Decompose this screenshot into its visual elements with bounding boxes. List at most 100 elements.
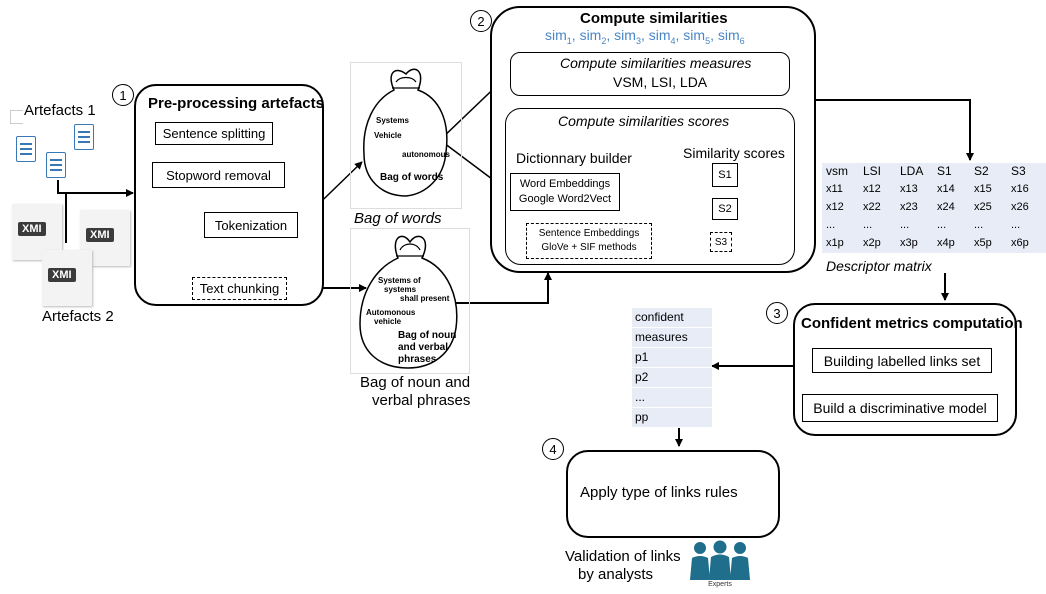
sim-text: , sim bbox=[710, 27, 740, 43]
discriminative-model-box: Build a discriminative model bbox=[802, 394, 998, 422]
artefacts1-label: Artefacts 1 bbox=[24, 102, 96, 119]
matrix-cell: x22 bbox=[863, 201, 881, 213]
document-icon bbox=[46, 152, 66, 178]
matrix-cell: ... bbox=[1011, 219, 1021, 231]
descriptor-matrix-caption: Descriptor matrix bbox=[826, 258, 932, 274]
xmi-label: XMI bbox=[86, 228, 114, 242]
experts-icon: Experts bbox=[690, 540, 750, 588]
matrix-header-cell: S3 bbox=[1011, 164, 1026, 178]
phrase-and-verbal: and verbal bbox=[398, 342, 449, 353]
sim-sub: 6 bbox=[739, 35, 745, 46]
preprocessing-panel bbox=[134, 84, 324, 306]
bag-of-words-illustration bbox=[363, 68, 448, 197]
similarity-scores-label: Similarity scores bbox=[683, 145, 785, 161]
matrix-cell: x2p bbox=[863, 237, 881, 249]
sim-text: , sim bbox=[675, 27, 706, 43]
validation-label-1: Validation of links bbox=[565, 548, 681, 565]
measure-item: pp bbox=[632, 408, 712, 428]
sim-sub: 2 bbox=[601, 35, 607, 46]
scores-title: Compute similarities scores bbox=[558, 113, 730, 129]
bag-word-autonomous: autonomous bbox=[402, 150, 450, 159]
phrase-automonous: Automonous bbox=[366, 308, 416, 317]
matrix-header-cell: LSI bbox=[863, 164, 882, 178]
sim-sub: 5 bbox=[705, 35, 711, 46]
matrix-header-cell: S2 bbox=[974, 164, 989, 178]
matrix-cell: ... bbox=[826, 219, 836, 231]
step-3-badge: 3 bbox=[766, 302, 788, 324]
phrase-vehicle: vehicle bbox=[374, 317, 402, 326]
measure-item: p1 bbox=[632, 348, 712, 368]
artefacts2-label: Artefacts 2 bbox=[42, 308, 114, 325]
document-icon bbox=[16, 136, 36, 162]
arrow-step2-matrix bbox=[815, 99, 974, 161]
measure-item: p2 bbox=[632, 368, 712, 388]
phrase-phrases: phrases bbox=[398, 354, 437, 365]
measure-item: confident bbox=[632, 308, 712, 328]
step-2-badge: 2 bbox=[470, 10, 492, 32]
matrix-header-cell: S1 bbox=[937, 164, 952, 178]
matrix-cell: x1p bbox=[826, 237, 844, 249]
xmi-label: XMI bbox=[48, 268, 76, 282]
sim-text: , sim bbox=[571, 27, 602, 43]
sentence-embeddings-label: Sentence Embeddings bbox=[538, 228, 640, 239]
matrix-cell: x26 bbox=[1011, 201, 1029, 213]
matrix-cell: x4p bbox=[937, 237, 955, 249]
sim-text: sim bbox=[545, 27, 567, 43]
matrix-cell: x3p bbox=[900, 237, 918, 249]
step-4-badge: 4 bbox=[542, 438, 564, 460]
matrix-cell: x13 bbox=[900, 183, 918, 195]
preprocessing-title: Pre-processing artefacts bbox=[148, 95, 324, 112]
bag-of-phrases-caption-2: verbal phrases bbox=[372, 392, 471, 409]
validation-label-2: by analysts bbox=[578, 566, 654, 583]
apply-rules-panel bbox=[566, 450, 780, 538]
matrix-cell: ... bbox=[863, 219, 873, 231]
sim-sub: 4 bbox=[670, 35, 676, 46]
step-1-badge: 1 bbox=[112, 84, 134, 106]
xmi-label: XMI bbox=[18, 222, 46, 236]
apply-rules-label: Apply type of links rules bbox=[580, 484, 738, 501]
labelled-links-box: Building labelled links set bbox=[812, 348, 992, 373]
document-icon bbox=[74, 124, 94, 150]
bag-of-words-frame bbox=[350, 62, 462, 209]
matrix-cell: ... bbox=[937, 219, 947, 231]
matrix-cell: x23 bbox=[900, 201, 918, 213]
matrix-cell: x24 bbox=[937, 201, 955, 213]
compute-similarities-title: Compute similarities bbox=[580, 10, 728, 27]
matrix-cell: x14 bbox=[937, 183, 955, 195]
bag-of-phrases-illustration bbox=[359, 235, 458, 369]
bag-of-phrases-caption-1: Bag of noun and bbox=[360, 374, 471, 391]
matrix-cell: ... bbox=[974, 219, 984, 231]
measures-title: Compute similarities measures bbox=[560, 55, 752, 71]
matrix-cell: x12 bbox=[826, 201, 844, 213]
xmi-file-icon: XMI bbox=[80, 210, 130, 266]
glove-sif-label: GloVe + SIF methods bbox=[541, 242, 637, 253]
matrix-header-cell: LDA bbox=[900, 164, 924, 178]
bag-word-title: Bag of words bbox=[380, 172, 444, 183]
measures-box bbox=[510, 52, 790, 96]
score-s2-box: S2 bbox=[712, 198, 738, 220]
phrase-bag-of-noun: Bag of noun bbox=[398, 330, 457, 341]
phrase-shall-present: shall present bbox=[400, 294, 450, 303]
bag-word-systems: Systems bbox=[376, 116, 409, 125]
matrix-cell: x5p bbox=[974, 237, 992, 249]
score-s3-box: S3 bbox=[710, 232, 732, 252]
xmi-file-icon: XMI bbox=[12, 204, 62, 260]
confident-metrics-title: Confident metrics computation bbox=[801, 315, 1023, 332]
matrix-cell: x16 bbox=[1011, 183, 1029, 195]
matrix-cell: x12 bbox=[863, 183, 881, 195]
matrix-cell: x11 bbox=[826, 183, 843, 195]
matrix-cell: x15 bbox=[974, 183, 992, 195]
bag-word-vehicle: Vehicle bbox=[374, 131, 402, 140]
text-chunking-box: Text chunking bbox=[192, 277, 287, 300]
bag-of-phrases-frame bbox=[350, 228, 470, 374]
phrase-systems: systems bbox=[384, 285, 417, 294]
confident-measures-list: confident measures p1 p2 ... pp bbox=[632, 308, 712, 428]
measure-item: ... bbox=[632, 388, 712, 408]
xmi-file-icon: XMI bbox=[42, 250, 92, 306]
sentence-embeddings-box: Sentence Embeddings GloVe + SIF methods bbox=[526, 223, 652, 259]
dictionary-builder-label: Dictionnary builder bbox=[516, 150, 632, 166]
sim-sub: 1 bbox=[566, 35, 572, 46]
sim-text: , sim bbox=[606, 27, 636, 43]
word-embeddings-label: Word Embeddings bbox=[519, 178, 611, 190]
